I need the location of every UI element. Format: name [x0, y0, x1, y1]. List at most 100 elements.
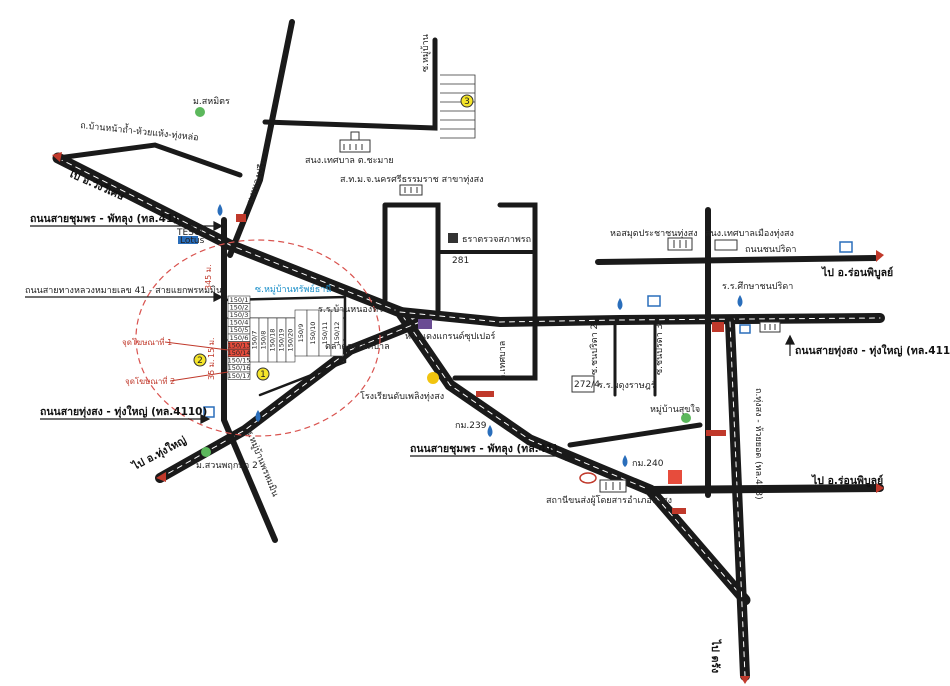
plot-cell: [330, 309, 344, 357]
red-icon-bottom: [672, 508, 686, 514]
building-272: [571, 375, 595, 393]
label-dist-15: 15 ม.: [207, 337, 216, 358]
plot-label: 150/5: [230, 326, 249, 334]
gas-station-icons: [217, 204, 743, 467]
label-point-1: จุดโฆษณาที่ 1: [122, 336, 172, 347]
svg-text:1: 1: [260, 370, 266, 380]
road-block-outer: [382, 202, 538, 381]
direction-arrows: [52, 152, 884, 684]
bank-icons: [203, 241, 853, 418]
label-suan-pa: ม.สวนพฤกษา 2: [196, 461, 258, 471]
label-tesco: TESCO: [176, 228, 207, 238]
plot-label: 150/20: [287, 329, 295, 352]
svg-text:3: 3: [464, 97, 470, 107]
road-bottom-right: [646, 484, 884, 494]
label-school-suksa: ร.ร.ศึกษาชนปริดา: [722, 281, 793, 292]
red-pointer-lines: [164, 341, 229, 382]
label-272: 272/4: [574, 380, 600, 390]
label-bus-station: สถานีขนส่งผู้โดยสารอำเภอทุ่งสง: [546, 495, 672, 506]
lotus-logo: [178, 236, 198, 244]
label-dist-345: 345 ม.: [204, 264, 213, 290]
label-road-403: ถ.ทุ่งสง - ห้วยยอด (ทล.403): [753, 388, 764, 500]
building-tesaban-town: [714, 239, 738, 251]
plot-label: 150/15: [228, 357, 251, 365]
road-trang-lane: [729, 321, 746, 677]
label-lotus: Lotus: [180, 236, 205, 246]
label-police: ธราตรวจสภาพรถ: [462, 235, 531, 245]
label-wat-office: ส.ท.ม.จ.นครศรีธรรมราช สาขาทุ่งสง: [340, 174, 484, 185]
label-market: ตลาดสดเทศบาล: [325, 342, 390, 352]
label-nong-pru: ซ.หนองปรือ: [244, 158, 269, 206]
plot-label: 150/7: [251, 331, 259, 350]
label-km239: กม.239: [455, 421, 487, 431]
label-km240: กม.240: [632, 459, 664, 469]
label-point-2: จุดโฆษณาที่ 2: [125, 375, 175, 386]
road-east-lane: [399, 311, 881, 323]
plot-label: 150/10: [309, 322, 317, 345]
building-school-right: [759, 321, 781, 333]
plot-label: 150/19: [278, 329, 286, 352]
building-library: [667, 237, 693, 251]
building-bus-station: [599, 479, 627, 493]
plot-label: 150/17: [228, 372, 251, 380]
plot-label: 150/8: [260, 331, 268, 350]
shell-icon: [427, 372, 439, 384]
road-chanapricha: [595, 255, 878, 265]
radius-circle: [135, 239, 381, 437]
road-ban-na-tham: [55, 142, 243, 178]
mcdonald-icon: [668, 470, 682, 484]
label-soi-2: ซ.ชนปริดา 2: [589, 324, 600, 375]
police-icon: [448, 233, 458, 243]
plot-label: 150/3: [230, 311, 249, 319]
plot-label: 150/11: [321, 322, 329, 345]
label-tl41-bottom: ถนนสายชุมพร - พัทลุง (ทล.41): [410, 443, 558, 456]
label-school-sahamit: ม.สหมิตร: [193, 96, 230, 107]
plot-label: 150/9: [297, 324, 305, 343]
plot-grid: 150/1150/2150/3150/4150/5150/6150/13150/…: [227, 295, 344, 380]
road-plot-access: [222, 295, 347, 397]
label-tl4110-right: ถนนสายทุ่งสง - ทุ่งใหญ่ (ทล.4110): [795, 343, 950, 358]
plot-label: 150/2: [230, 303, 249, 311]
label-to-ronphibun-top: ไป อ.ร่อนพิบูลย์: [821, 266, 893, 280]
road-soi-1: [613, 320, 657, 397]
plot-cell: [227, 371, 251, 380]
label-village-sukjai: หมู่บ้านสุขใจ: [650, 404, 700, 415]
label-tl4110-left: ถนนสายทุ่งสง - ทุ่งใหญ่ (ทล.4110): [40, 404, 207, 419]
label-project-name: ซ.หมู่บ้านทรัพย์ธานี: [255, 283, 331, 295]
plot-label: 150/18: [269, 329, 277, 352]
marker-1: 1: [256, 367, 270, 381]
label-tesaban: สนง.เทศบาล ต.ชะมาย: [305, 156, 394, 166]
shop-icon: [418, 319, 432, 329]
toyota-icon: [579, 472, 597, 484]
label-281: 281: [452, 256, 469, 266]
honda-icon: [236, 214, 246, 222]
building-wat-office: [399, 184, 423, 196]
svg-text:2: 2: [197, 356, 203, 366]
marker-3: 3: [460, 94, 474, 108]
marker-2: 2: [193, 353, 207, 367]
label-hotel: โรงเรียนดับเพลิงทุ่งสง: [360, 391, 444, 402]
road-east-main: [395, 307, 885, 328]
plot-label: 150/4: [230, 319, 249, 327]
road-tl4110-sw-lane: [159, 321, 421, 479]
label-to-ronphibun-bottom: ไป อ.ร่อนพิบูลย์: [811, 474, 883, 488]
tesco-sign: [476, 391, 494, 397]
red-sign-right: [706, 430, 726, 436]
plot-label: 150/14: [228, 349, 251, 357]
plot-label: 150/1: [230, 296, 249, 304]
road-nong-pru: [227, 19, 295, 258]
suzuki-icon: [712, 322, 724, 332]
label-tl41-top: ถนนสายชุมพร - พัทลุง (ทล.41): [30, 213, 178, 226]
label-shop: ห้างแดงแกรนด์ซุปเปอร์: [405, 330, 496, 342]
label-school-nongwa: ร.ร.บ้านหนองหว้า: [318, 304, 388, 315]
tree-icons: [195, 107, 691, 457]
label-school-padung: ร.ร.ผดุงราษฎร์: [598, 379, 656, 391]
label-tesaban-town: สนง.เทศบาลเมืองทุ่งสง: [705, 228, 794, 239]
label-soi-3: ซ.ชนปริดา 3: [654, 324, 665, 375]
plot-label: 150/6: [230, 334, 249, 342]
label-road-tesaban: ถ.เทศบาล: [498, 341, 508, 380]
label-library: หอสมุดประชาชนทุ่งสง: [610, 229, 698, 239]
label-to-trang: ไป ตรัง: [709, 639, 722, 673]
building-tesaban: [339, 131, 371, 153]
